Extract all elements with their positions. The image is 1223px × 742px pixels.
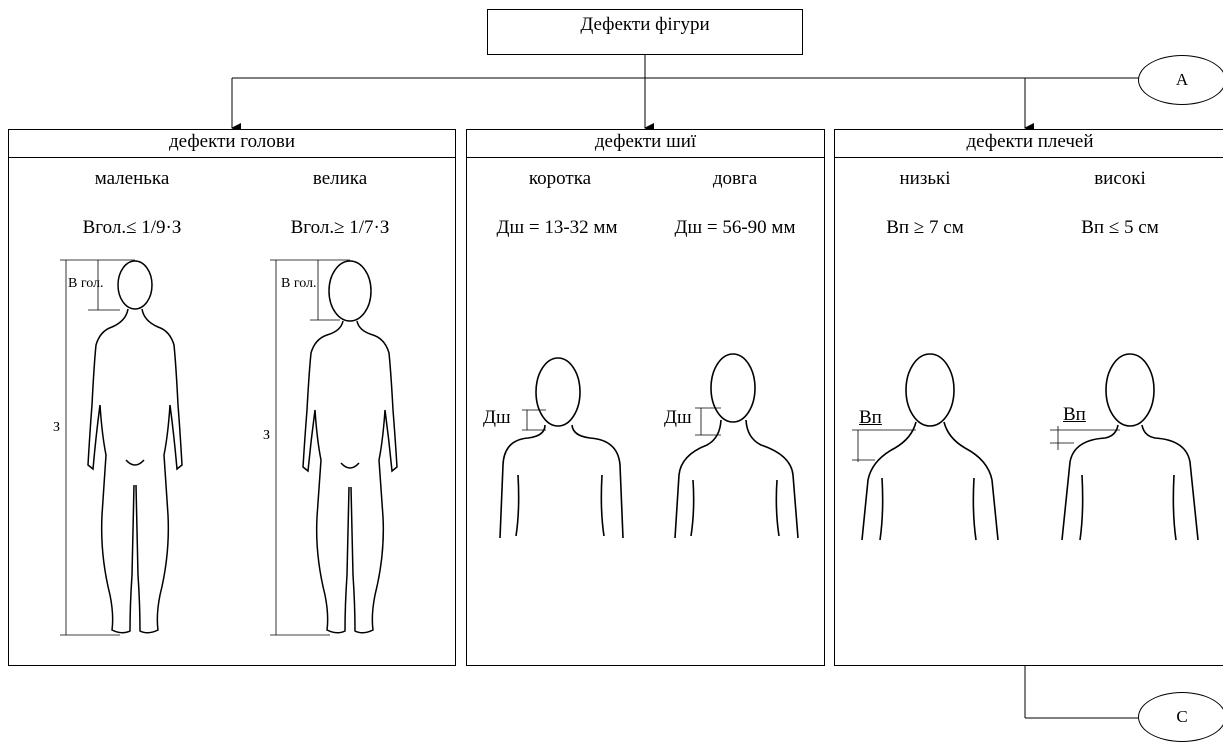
head-small-label: маленька <box>94 168 170 189</box>
full-body-figure-large-head <box>270 259 398 636</box>
connector-a: А <box>1138 55 1223 105</box>
bust-figure-high-shoulders <box>1050 353 1199 541</box>
bust-figure-short-neck <box>499 357 624 539</box>
head-small-formula: Вгол.≤ 1/9·З <box>82 217 182 238</box>
connector-c: С <box>1138 692 1223 742</box>
neck-defects-panel <box>466 129 825 666</box>
shoulder-low-dim: Вп <box>859 407 882 428</box>
shoulder-high-dim: Вп <box>1063 404 1086 425</box>
full-body-figure-small-head <box>60 259 183 636</box>
head-large-label: велика <box>312 168 368 189</box>
head-defects-panel <box>8 129 456 666</box>
diagram-title: Дефекти фігури <box>580 14 710 35</box>
shoulder-low-label: низькі <box>899 168 951 189</box>
shoulder-high-formula: Вп ≤ 5 см <box>1081 217 1159 238</box>
shoulder-defects-header: дефекти плечей <box>966 131 1094 152</box>
neck-defects-header: дефекти шиї <box>594 131 697 152</box>
head-large-formula: Вгол.≥ 1/7·З <box>290 217 390 238</box>
bust-figure-low-shoulders <box>852 353 999 541</box>
neck-header-divider <box>467 157 824 158</box>
shoulder-defects-panel <box>834 129 1223 666</box>
shoulder-header-divider <box>835 157 1223 158</box>
shoulder-low-formula: Вп ≥ 7 см <box>886 217 964 238</box>
head-header-divider <box>9 157 455 158</box>
neck-short-label: коротка <box>528 168 592 189</box>
head-large-dim-total: З <box>263 428 271 443</box>
head-small-dim-total: З <box>53 420 61 435</box>
title-box: Дефекти фігури <box>487 9 803 55</box>
head-small-dim-top: В гол. <box>68 276 104 291</box>
head-defects-header: дефекти голови <box>169 131 295 152</box>
neck-long-dim: Дш <box>664 407 692 428</box>
neck-short-formula: Дш = 13-32 мм <box>496 217 618 238</box>
neck-long-formula: Дш = 56-90 мм <box>674 217 796 238</box>
bust-figure-long-neck <box>674 353 799 539</box>
neck-long-label: довга <box>712 168 758 189</box>
head-large-dim-top: В гол. <box>281 276 317 291</box>
neck-short-dim: Дш <box>483 407 511 428</box>
shoulder-high-label: високі <box>1094 168 1146 189</box>
